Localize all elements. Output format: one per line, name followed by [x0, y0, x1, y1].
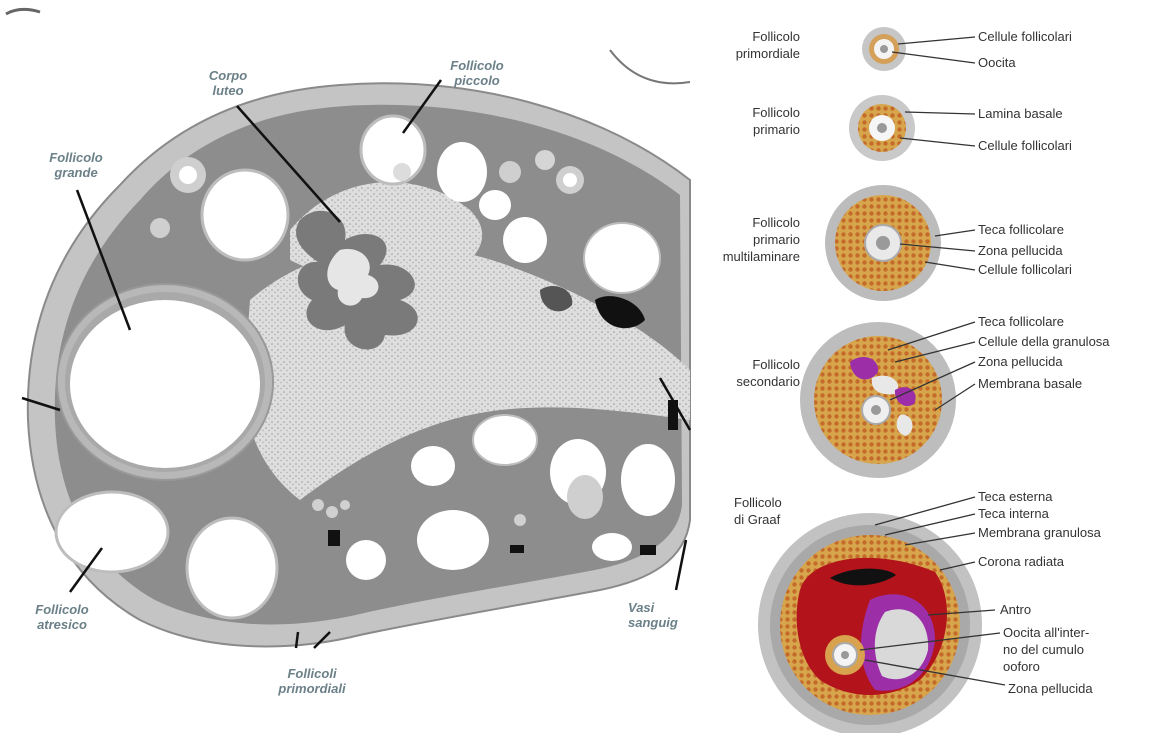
multilaminar-follicle-drawing: [825, 185, 941, 301]
label-follicolo-atresico: Follicolo atresico: [22, 602, 102, 632]
stage-name-primario: Follicolo primario: [700, 104, 800, 138]
label-corpo-luteo-line1: Corpo: [193, 68, 263, 83]
part-zona-pellucida-2: Zona pellucida: [978, 353, 1063, 370]
part-cellule-follicolari-3: Cellule follicolari: [978, 261, 1072, 278]
part-oocita-cumulo-line3: ooforo: [1003, 658, 1040, 675]
primary-follicle-drawing: [849, 95, 915, 161]
part-cellule-follicolari-2: Cellule follicolari: [978, 137, 1072, 154]
part-antro: Antro: [1000, 601, 1031, 618]
stage-name-secondario-line1: Follicolo: [695, 356, 800, 373]
ovary-section: [28, 83, 690, 646]
stage-name-secondario: Follicolo secondario: [695, 356, 800, 390]
primordial-follicle-drawing: [862, 27, 906, 71]
label-follicolo-piccolo: Follicolo piccolo: [437, 58, 517, 88]
part-corona-radiata: Corona radiata: [978, 553, 1064, 570]
part-teca-interna: Teca interna: [978, 505, 1049, 522]
part-oocita-cumulo-line1: Oocita all'inter-: [1003, 624, 1089, 641]
label-vasi-sanguigni-line2: sanguig: [628, 615, 694, 630]
part-lamina-basale: Lamina basale: [978, 105, 1063, 122]
stage-name-primario-line1: Follicolo: [700, 104, 800, 121]
part-teca-follicolare-2: Teca follicolare: [978, 313, 1064, 330]
label-follicoli-primordiali: Follicoli primordiali: [262, 666, 362, 696]
part-zona-pellucida-1: Zona pellucida: [978, 242, 1063, 259]
stage-name-multilaminare: Follicolo primario multilaminare: [690, 214, 800, 265]
part-teca-esterna: Teca esterna: [978, 488, 1052, 505]
stage-name-multilaminare-line1: Follicolo: [690, 214, 800, 231]
stage-name-secondario-line2: secondario: [695, 373, 800, 390]
stage-name-graaf: Follicolo di Graaf: [700, 494, 800, 528]
part-oocita-cumulo-line2: no del cumulo: [1003, 641, 1084, 658]
label-vasi-sanguigni-line1: Vasi: [628, 600, 694, 615]
label-corpo-luteo: Corpo luteo: [193, 68, 263, 98]
graafian-follicle-drawing: [758, 513, 982, 733]
label-follicolo-grande-line1: Follicolo: [36, 150, 116, 165]
secondary-follicle-drawing: [800, 322, 956, 478]
part-teca-follicolare-1: Teca follicolare: [978, 221, 1064, 238]
stage-name-multilaminare-line3: multilaminare: [690, 248, 800, 265]
part-membrana-granulosa: Membrana granulosa: [978, 524, 1101, 541]
label-follicolo-piccolo-line1: Follicolo: [437, 58, 517, 73]
label-follicoli-primordiali-line2: primordiali: [262, 681, 362, 696]
part-membrana-basale: Membrana basale: [978, 375, 1082, 392]
stage-name-primordiale-line1: Follicolo: [700, 28, 800, 45]
label-follicoli-primordiali-line1: Follicoli: [262, 666, 362, 681]
part-oocita-1: Oocita: [978, 54, 1016, 71]
stage-name-graaf-line1: Follicolo: [734, 494, 800, 511]
label-follicolo-grande: Follicolo grande: [36, 150, 116, 180]
label-follicolo-atresico-line2: atresico: [22, 617, 102, 632]
label-follicolo-atresico-line1: Follicolo: [22, 602, 102, 617]
corner-mark: [6, 9, 40, 14]
stage-name-graaf-line2: di Graaf: [734, 511, 800, 528]
stage-name-primordiale-line2: primordiale: [700, 45, 800, 62]
label-follicolo-grande-line2: grande: [36, 165, 116, 180]
section-edge: [610, 50, 690, 83]
label-follicolo-piccolo-line2: piccolo: [437, 73, 517, 88]
stage-name-multilaminare-line2: primario: [690, 231, 800, 248]
stage-name-primordiale: Follicolo primordiale: [700, 28, 800, 62]
label-vasi-sanguigni: Vasi sanguig: [628, 600, 694, 630]
stage-name-primario-line2: primario: [700, 121, 800, 138]
label-corpo-luteo-line2: luteo: [193, 83, 263, 98]
part-zona-pellucida-3: Zona pellucida: [1008, 680, 1093, 697]
part-cellule-granulosa: Cellule della granulosa: [978, 333, 1110, 350]
part-cellule-follicolari-1: Cellule follicolari: [978, 28, 1072, 45]
